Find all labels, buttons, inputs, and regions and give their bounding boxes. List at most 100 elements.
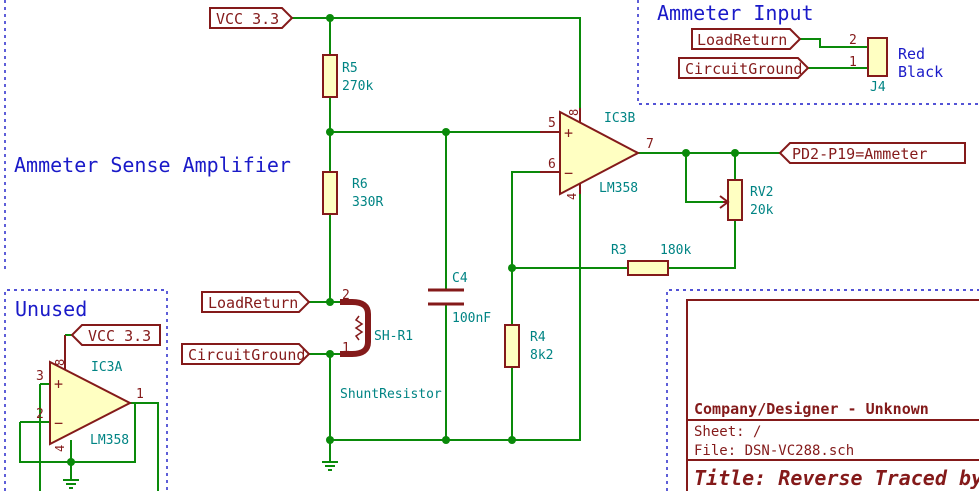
j4-pin2-color: Red [898,45,925,63]
junction-dot [508,436,516,444]
ground-symbol-ic3a [63,479,79,489]
shunt-resistor-sh-r1 [340,299,371,357]
junction-dot [326,298,334,306]
wire-ic3a-feedback [19,403,136,463]
shunt-resistor-zigzag [354,315,364,341]
net-label-circuitground-j4-text: CircuitGround [685,60,802,78]
section-title-ammeter-input: Ammeter Input [657,1,814,25]
title-block-frame [666,289,979,491]
opamp-ic3b [559,110,641,196]
wire-inv-input [511,171,540,325]
title-block-file: File: DSN-VC288.sch [694,443,854,459]
junction-dot [326,14,334,22]
ground-symbol [322,460,338,471]
net-label-pd2 [778,142,966,164]
wire-ground-rail [330,194,581,441]
j4-pin2: 2 [849,33,857,48]
shunt-value: ShuntResistor [340,387,442,402]
ic3a-plus: + [54,375,63,393]
r3-value: 180k [660,243,691,258]
junctions [67,14,739,466]
net-label-loadreturn-j4 [691,28,802,50]
net-label-circuitground-text: CircuitGround [188,346,305,364]
c4-ref: C4 [452,271,468,286]
wire-r6-shunt [329,214,340,303]
net-label-pd2-text: PD2-P19=Ammeter [792,145,927,163]
r4-value: 8k2 [530,348,553,363]
rv2-wiper-arrow [719,195,730,209]
ammeter-input-frame [637,0,979,105]
ic3a-pin1: 1 [136,387,144,402]
title-block-title: Title: Reverse Traced by [694,466,979,490]
net-label-loadreturn-text: LoadReturn [208,294,298,312]
junction-dot [442,436,450,444]
ic3b-pin6: 6 [548,157,556,172]
shunt-pin2: 2 [342,288,350,303]
wire-rv2-wiper [685,153,723,203]
unused-frame [4,289,168,491]
r4-ref: R4 [530,330,546,345]
r3-ref: R3 [611,243,627,258]
ic3a-pin2: 2 [36,407,44,422]
junction-dot [442,128,450,136]
ic3b-pin4: 4 [565,193,579,200]
net-label-vcc-top-text: VCC_3.3 [216,10,279,28]
shunt-pin1: 1 [342,341,350,356]
net-label-vcc-unused-text: VCC_3.3 [88,327,151,345]
section-title-ammeter-sense: Ammeter Sense Amplifier [14,153,291,177]
junction-dot [326,128,334,136]
wire-ic3a-output [130,402,159,491]
j4-ref: J4 [870,80,886,95]
potentiometer-rv2 [727,179,743,221]
ic3b-pin7: 7 [646,137,654,152]
junction-dot [731,149,739,157]
c4-value: 100nF [452,311,491,326]
ic3a-value: LM358 [90,433,129,448]
resistor-r4 [504,324,520,368]
wire-j4-pin2 [800,38,868,48]
ic3a-ref: IC3A [91,360,122,375]
wire-r3-right [668,220,736,269]
wire-vcc-rail [290,17,581,108]
resistor-r3 [627,260,669,276]
j4-pin1: 1 [849,55,857,70]
title-block-border [686,299,979,491]
net-label-circuitground-j4 [678,57,810,79]
shunt-ref: SH-R1 [374,329,413,344]
r6-value: 330R [352,195,383,210]
ic3b-plus: + [564,124,573,142]
junction-dot [326,436,334,444]
title-block-company: Company/Designer - Unknown [694,400,929,418]
opamp-ic3a [49,360,133,446]
net-label-loadreturn-j4-text: LoadReturn [697,31,787,49]
ic3b-pin8: 8 [567,109,581,116]
ic3a-minus: − [54,414,63,432]
ic3b-minus: − [564,164,573,182]
net-label-vcc-top [209,7,294,29]
net-label-loadreturn [201,291,311,313]
connector-j4 [867,37,888,77]
rv2-value: 20k [750,203,774,218]
junction-dot [508,264,516,272]
resistor-r6 [322,171,338,215]
net-label-vcc-unused [70,324,161,346]
section-title-unused: Unused [15,297,87,321]
j4-pin1-color: Black [898,63,943,81]
junction-dot [67,458,75,466]
r6-ref: R6 [352,177,368,192]
net-label-circuitground [181,343,311,365]
ic3a-pin8: 8 [53,359,67,366]
ic3a-pin3: 3 [36,369,44,384]
ic3b-pin5: 5 [548,116,556,131]
ic3a-pin4: 4 [53,445,67,452]
junction-dot [326,350,334,358]
rv2-ref: RV2 [750,185,773,200]
title-block-sheet: Sheet: / [694,424,761,440]
ic3b-ref: IC3B [604,111,635,126]
resistor-r5 [322,54,338,98]
r5-value: 270k [342,79,373,94]
junction-dot [682,149,690,157]
r5-ref: R5 [342,61,358,76]
ic3b-value: LM358 [599,181,638,196]
